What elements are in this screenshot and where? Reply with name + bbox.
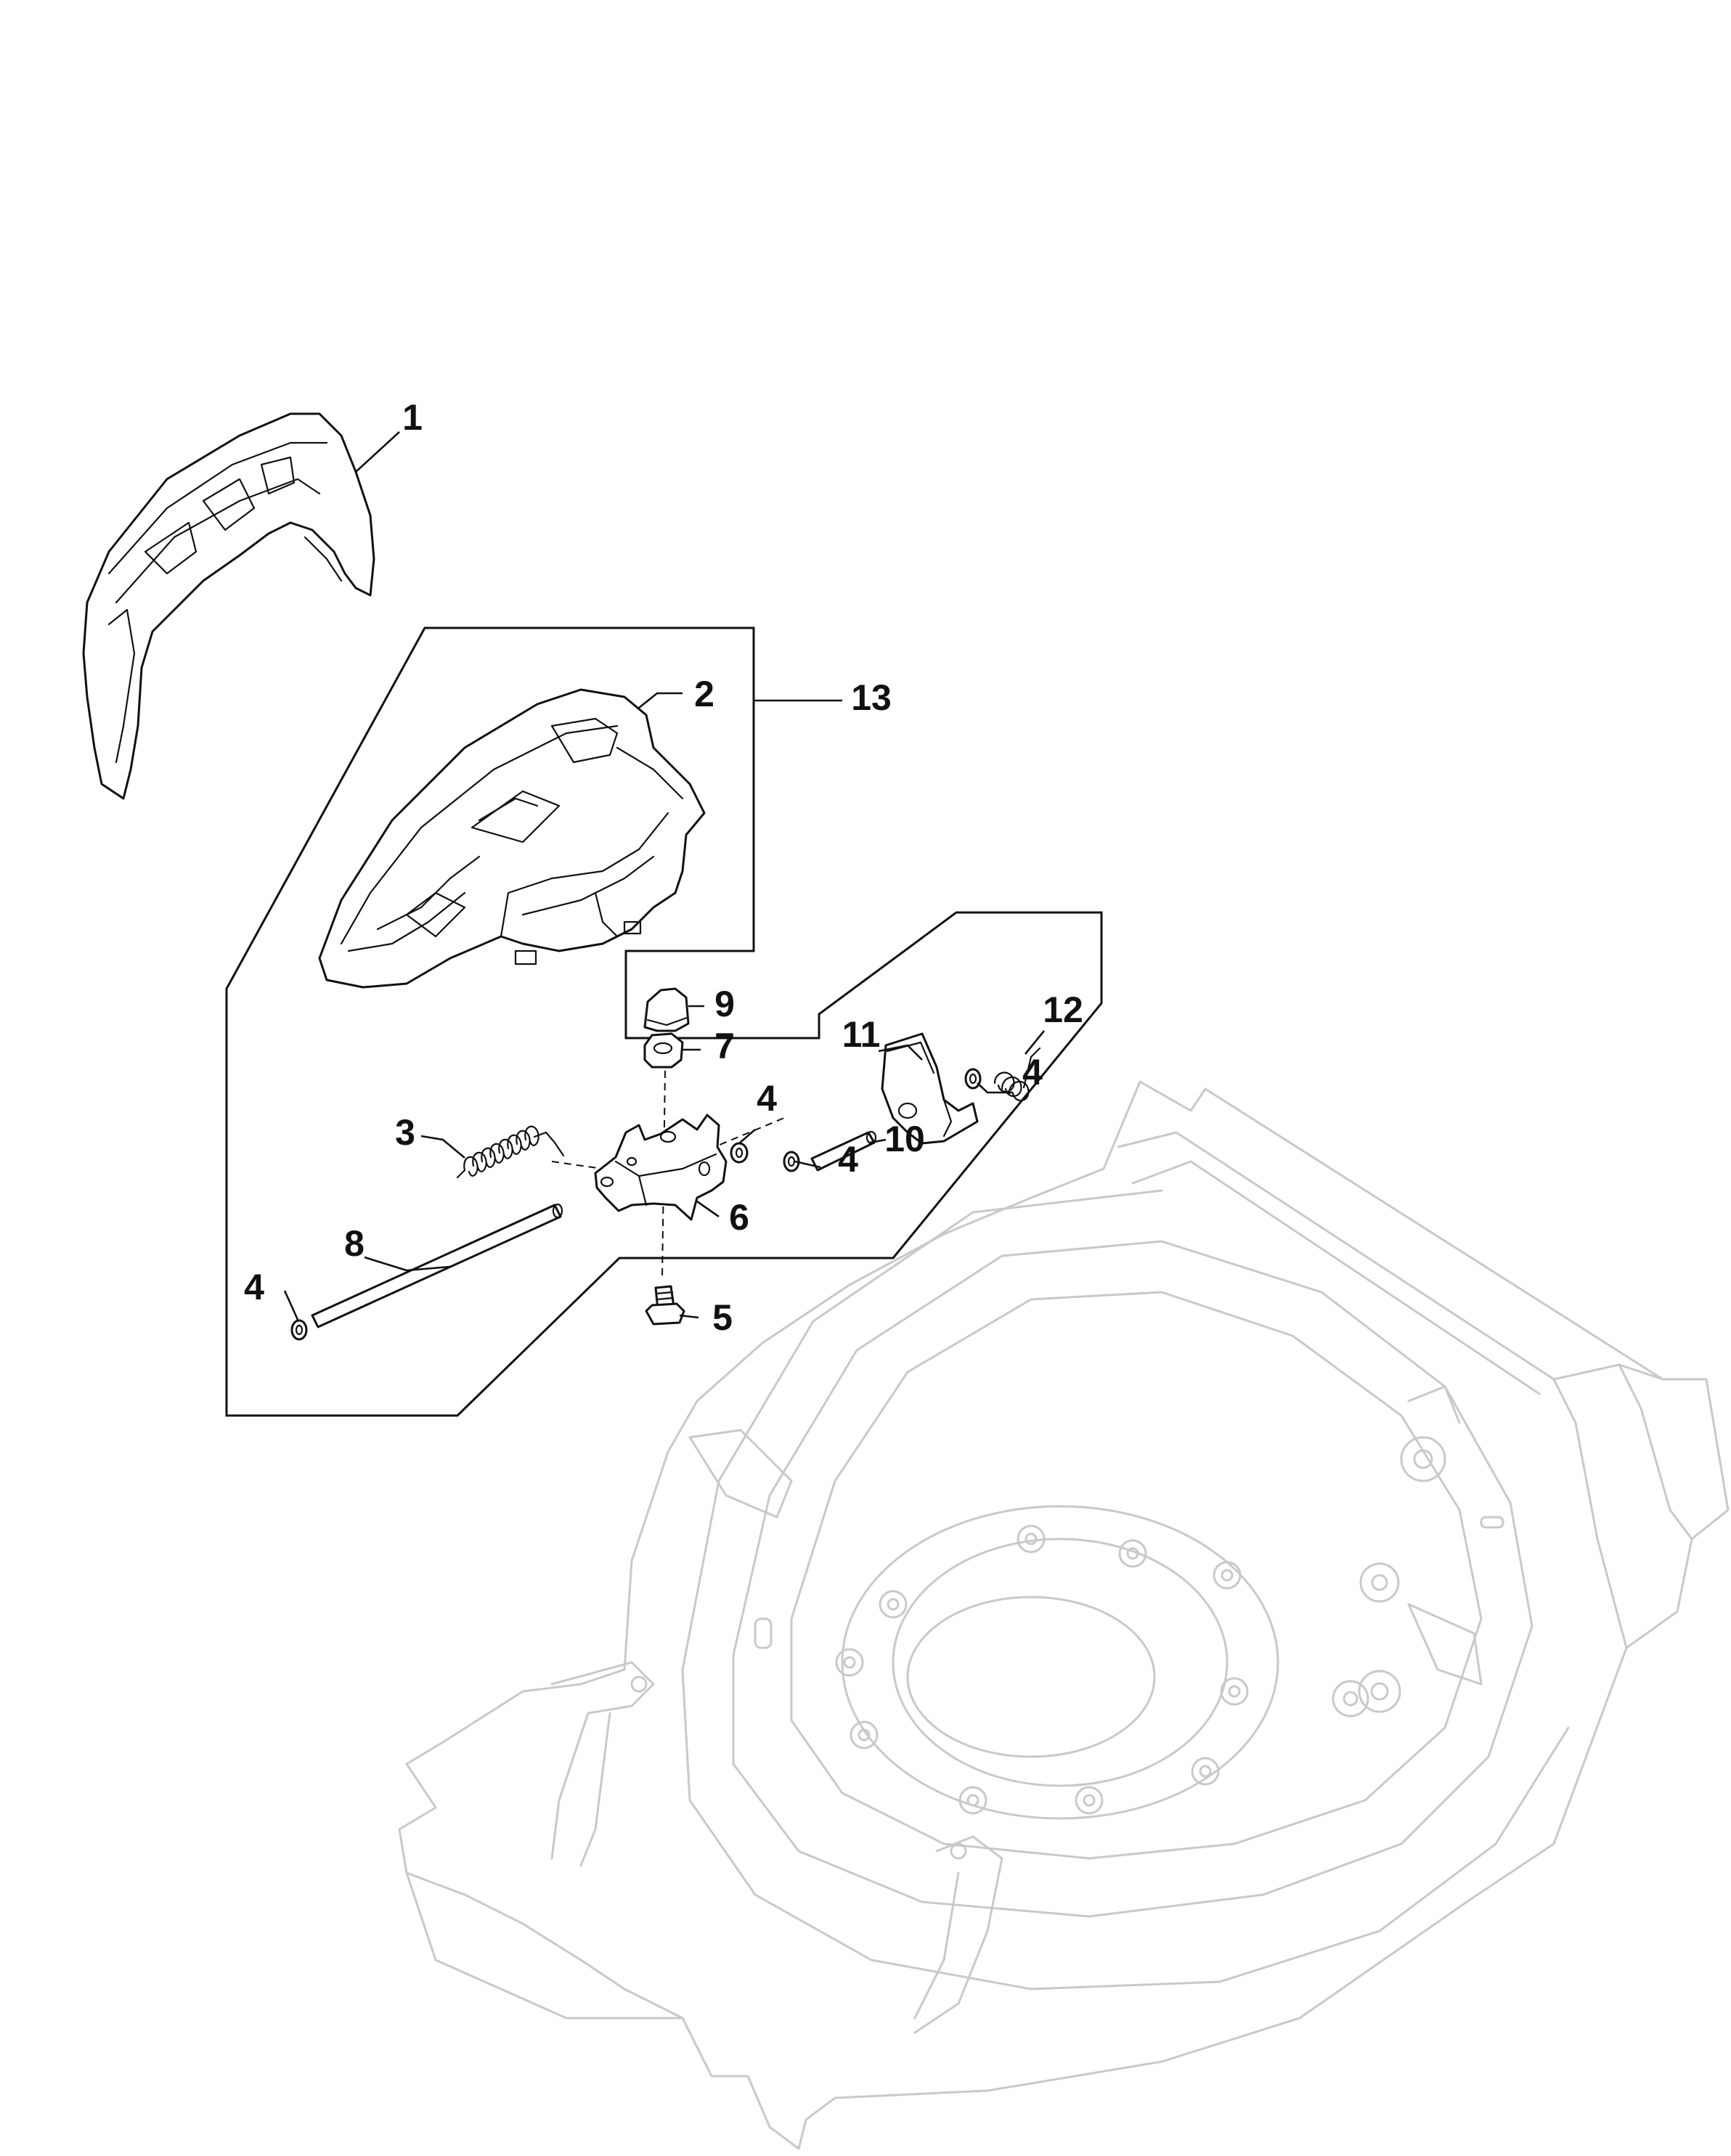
washer-left-part: [290, 1319, 308, 1341]
callout-7: 7: [714, 1026, 735, 1066]
callout-3: 3: [395, 1112, 415, 1153]
torsion-spring-part: [993, 1047, 1041, 1101]
callout-10: 10: [884, 1119, 925, 1159]
mower-deck-ghost: [398, 1080, 1730, 2150]
callout-8: 8: [344, 1223, 364, 1264]
callout-13: 13: [851, 677, 892, 718]
rod-axis: [551, 1161, 603, 1169]
latch-bracket-part: [881, 1032, 979, 1145]
callout-4b: 4: [1022, 1052, 1043, 1093]
callout-12: 12: [1043, 989, 1083, 1030]
long-rod-part: [311, 1203, 563, 1328]
assembly-13-frame: [225, 626, 1103, 1417]
washer-right-part: [964, 1068, 982, 1090]
callout-6: 6: [729, 1197, 749, 1238]
callout-9: 9: [714, 984, 735, 1024]
callout-4a: 4: [757, 1078, 777, 1119]
top-cover-part: [318, 688, 706, 989]
callout-11: 11: [842, 1014, 881, 1055]
callout-2: 2: [694, 674, 714, 714]
callout-labels: 1 2 3 4 4 4 4 5 6 7 8 9 10 11 12 13: [244, 397, 1083, 1338]
hex-nut-part: [643, 1032, 684, 1069]
mount-boss-ghost: [835, 1524, 1249, 1815]
cap-nut-part: [643, 987, 690, 1032]
screw-part: [645, 1285, 685, 1326]
callout-1: 1: [402, 397, 423, 438]
callout-4c: 4: [838, 1139, 858, 1180]
callout-5: 5: [712, 1297, 733, 1338]
tension-spring-part: [456, 1125, 565, 1179]
washer-centre-top-part: [730, 1142, 749, 1164]
leader-lines: [283, 431, 1046, 1320]
callout-4d: 4: [244, 1267, 264, 1307]
grass-bag-cover-part: [82, 412, 375, 800]
washer-centre-bottom-part: [783, 1151, 800, 1172]
height-adjust-bracket-part: [594, 1114, 728, 1221]
